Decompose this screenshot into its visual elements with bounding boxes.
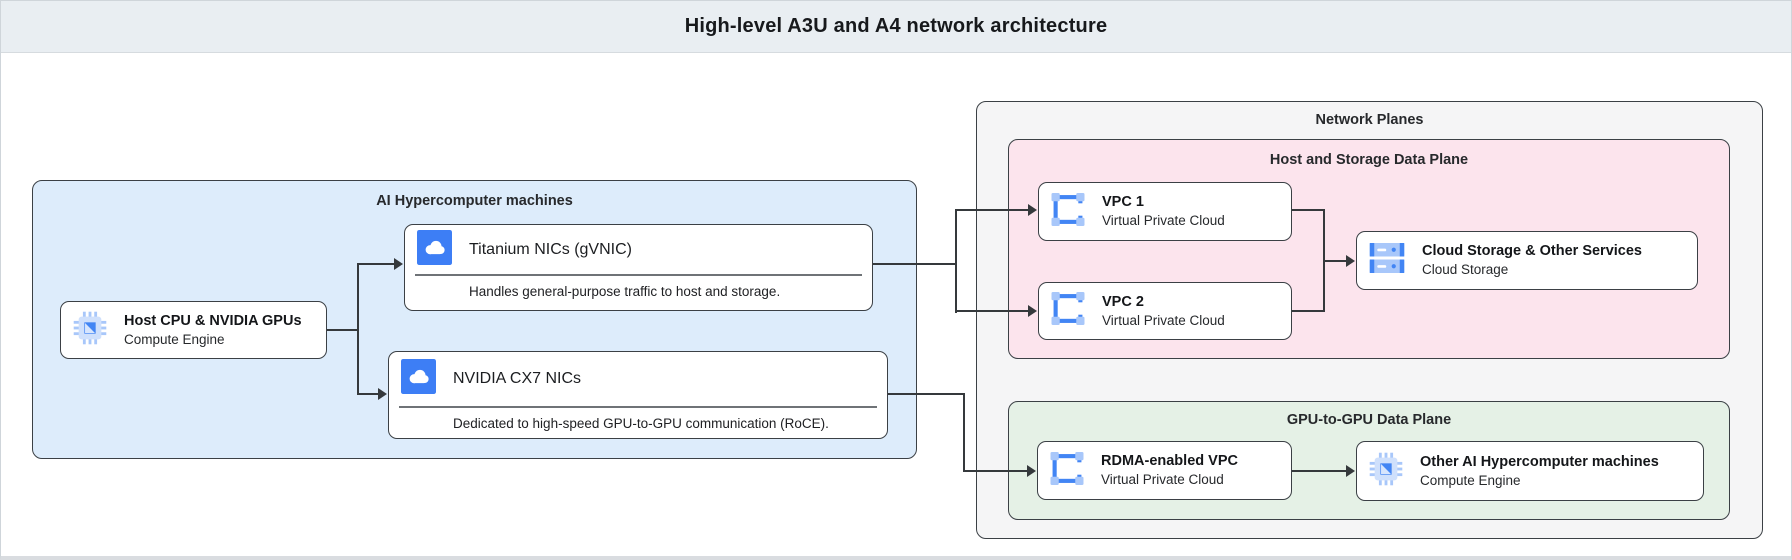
node-title: Host CPU & NVIDIA GPUs [124,312,302,329]
group-label: Network Planes [1315,112,1424,128]
edge-titanium-split-vertical [955,209,957,313]
node-title: VPC 1 [1102,194,1144,210]
edge-host-split-vertical [357,263,359,395]
edge-rdma-to-other [1292,470,1347,472]
diagram-header: High-level A3U and A4 network architectu… [1,1,1791,53]
arrowhead-icon [1346,255,1355,267]
node-titanium-nics: Titanium NICs (gVNIC) Handles general-pu… [404,224,873,311]
node-description: Handles general-purpose traffic to host … [469,284,781,299]
edge-titanium-to-vpc1 [955,209,1029,211]
node-vpc2: VPC 2 Virtual Private Cloud [1038,282,1292,340]
group-label: AI Hypercomputer machines [376,193,573,209]
edge-host-split [327,329,358,331]
node-title: Titanium NICs (gVNIC) [469,240,632,258]
arrowhead-icon [1027,465,1036,477]
edge-titanium-out [873,263,957,265]
edge-host-to-cx7 [357,393,379,395]
node-title: Cloud Storage & Other Services [1422,243,1642,259]
arrowhead-icon [378,388,387,400]
edge-cx7-vertical [963,393,965,472]
cloud-nic-icon [401,359,436,399]
edge-titanium-to-vpc2 [955,310,1029,312]
compute-engine-icon [73,311,107,350]
arrowhead-icon [1028,305,1037,317]
node-rdma-enabled-vpc: RDMA-enabled VPC Virtual Private Cloud [1037,441,1292,500]
cloud-nic-icon [417,229,452,270]
node-title: RDMA-enabled VPC [1101,453,1238,469]
group-label: Host and Storage Data Plane [1269,152,1469,168]
compute-engine-icon [1369,452,1403,491]
node-description: Dedicated to high-speed GPU-to-GPU commu… [453,416,829,431]
arrowhead-icon [1346,465,1355,477]
vpc-icon [1051,292,1085,330]
vpc-icon [1050,451,1084,490]
node-subtitle: Cloud Storage [1422,262,1509,277]
edge-vpcs-to-storage [1323,260,1347,262]
node-title: VPC 2 [1102,293,1144,310]
node-subtitle: Compute Engine [124,331,225,347]
node-other-ai-machines: Other AI Hypercomputer machines Compute … [1356,441,1704,501]
node-subtitle: Compute Engine [1420,472,1521,488]
edge-cx7-out [888,393,965,395]
divider [399,406,877,408]
edge-vpc2-out [1292,310,1325,312]
node-host-cpu-gpus: Host CPU & NVIDIA GPUs Compute Engine [60,301,327,359]
node-subtitle: Virtual Private Cloud [1101,472,1224,487]
edge-cx7-to-rdma [963,470,1028,472]
node-subtitle: Virtual Private Cloud [1102,312,1225,328]
cloud-storage-icon [1369,240,1405,281]
edge-vpc1-out [1292,209,1325,211]
group-label: GPU-to-GPU Data Plane [1286,412,1452,428]
node-cloud-storage: Cloud Storage & Other Services Cloud Sto… [1356,231,1698,290]
node-title: NVIDIA CX7 NICs [453,370,582,387]
divider [415,274,862,276]
node-title: Other AI Hypercomputer machines [1420,453,1659,470]
page-title: High-level A3U and A4 network architectu… [684,15,1108,37]
arrowhead-icon [1028,204,1037,216]
node-nvidia-cx7-nics: NVIDIA CX7 NICs Dedicated to high-speed … [388,351,888,439]
vpc-icon [1051,192,1085,231]
node-subtitle: Virtual Private Cloud [1102,213,1225,228]
node-vpc1: VPC 1 Virtual Private Cloud [1038,182,1292,241]
arrowhead-icon [394,258,403,270]
edge-host-to-titanium [357,263,395,265]
